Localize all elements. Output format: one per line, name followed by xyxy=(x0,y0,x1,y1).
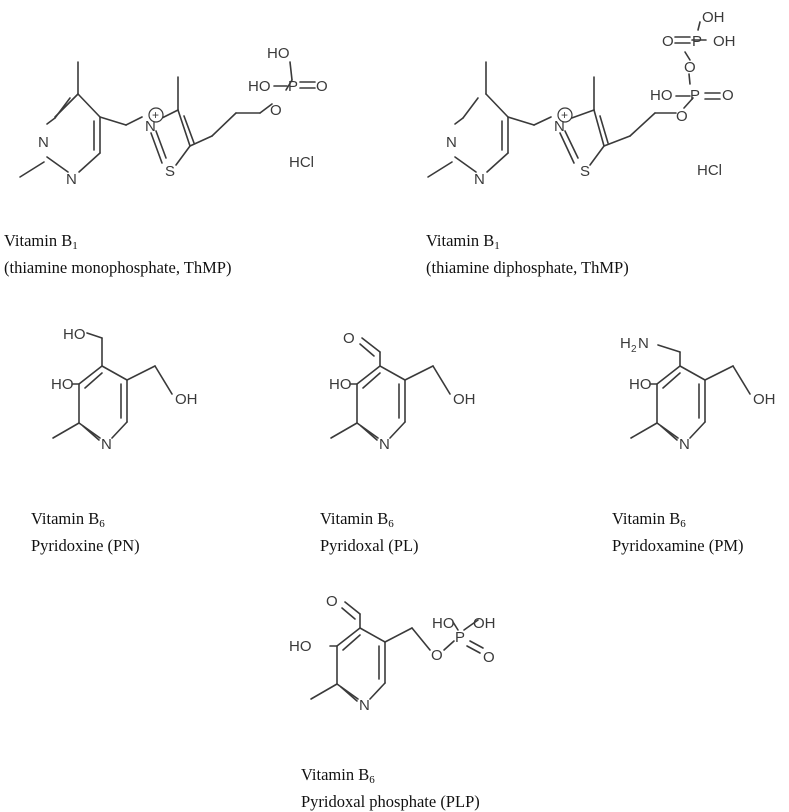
atom-o: O xyxy=(316,78,328,95)
atom-p: P xyxy=(288,78,298,95)
atom-oh: OH xyxy=(713,33,736,50)
atom-ho: HO xyxy=(629,376,652,393)
atom-ho: HO xyxy=(289,638,312,655)
pyrimidine-ring xyxy=(427,61,552,178)
caption-title: Vitamin B1 xyxy=(426,231,500,252)
caption-name: Pyridoxal (PL) xyxy=(320,536,419,555)
atom-s: S xyxy=(165,163,175,180)
atom-oh: OH xyxy=(473,615,496,632)
atom-o: O xyxy=(684,59,696,76)
positive-charge: + xyxy=(148,107,164,123)
atom-n: N xyxy=(359,697,370,714)
caption-thdp: Vitamin B1 (thiamine diphosphate, ThMP) xyxy=(426,230,629,278)
structure-plp: O HO N O P O HO OH xyxy=(289,593,496,714)
structure-pl: O HO OH N xyxy=(329,330,476,453)
positive-charge: + xyxy=(557,107,573,123)
atom-p: P xyxy=(692,33,702,50)
atom-o: O xyxy=(676,108,688,125)
atom-ho: HO xyxy=(329,376,352,393)
atom-o: O xyxy=(431,647,443,664)
atom-o: O xyxy=(326,593,338,610)
caption-thmp: Vitamin B1 (thiamine monophosphate, ThMP… xyxy=(4,230,231,278)
atom-o: O xyxy=(270,102,282,119)
structure-thdp: N N N + S O xyxy=(427,9,736,188)
caption-pm: Vitamin B6 Pyridoxamine (PM) xyxy=(612,508,744,556)
atom-oh: OH xyxy=(175,391,198,408)
caption-title: Vitamin B6 xyxy=(320,509,394,530)
atom-ho: HO xyxy=(63,326,86,343)
caption-pn: Vitamin B6 Pyridoxine (PN) xyxy=(31,508,140,556)
atom-s: S xyxy=(580,163,590,180)
atom-oh: OH xyxy=(753,391,776,408)
atom-p: P xyxy=(690,87,700,104)
caption-title: Vitamin B1 xyxy=(4,231,78,252)
atom-o: O xyxy=(483,649,495,666)
caption-name: (thiamine monophosphate, ThMP) xyxy=(4,258,232,277)
caption-name: Pyridoxal phosphate (PLP) xyxy=(301,792,480,811)
atom-ho: HO xyxy=(650,87,673,104)
atom-n-plus: N xyxy=(145,118,156,135)
atom-n: N xyxy=(66,171,77,188)
hcl-label: HCl xyxy=(289,154,314,171)
atom-n: N xyxy=(446,134,457,151)
caption-title: Vitamin B6 xyxy=(301,765,375,786)
atom-n-plus: N xyxy=(554,118,565,135)
atom-n: N xyxy=(38,134,49,151)
caption-name: Pyridoxine (PN) xyxy=(31,536,140,555)
atom-n: N xyxy=(474,171,485,188)
atom-o: O xyxy=(722,87,734,104)
pyrimidine-ring xyxy=(19,61,143,178)
thiazolium-ring xyxy=(559,21,721,166)
svg-text:+: + xyxy=(152,108,159,122)
caption-title: Vitamin B6 xyxy=(612,509,686,530)
thiazolium-ring xyxy=(150,61,316,166)
hcl-label: HCl xyxy=(697,162,722,179)
atom-n: N xyxy=(679,436,690,453)
caption-plp: Vitamin B6 Pyridoxal phosphate (PLP) xyxy=(301,764,480,812)
svg-text:H: H xyxy=(620,335,631,352)
caption-name: (thiamine diphosphate, ThMP) xyxy=(426,258,629,277)
atom-ho: HO xyxy=(432,615,455,632)
atom-p: P xyxy=(455,629,465,646)
structure-pm: H 2 N HO OH N xyxy=(620,335,776,453)
svg-text:2: 2 xyxy=(631,344,637,355)
structure-thmp: N N N + S HO HO P O xyxy=(19,45,328,188)
svg-text:+: + xyxy=(561,108,568,122)
atom-oh: OH xyxy=(702,9,725,26)
atom-ho: HO xyxy=(51,376,74,393)
atom-o: O xyxy=(343,330,355,347)
atom-h2n: H 2 N xyxy=(620,335,649,355)
structure-pn: HO HO OH N xyxy=(51,326,198,453)
atom-oh: OH xyxy=(453,391,476,408)
atom-n: N xyxy=(101,436,112,453)
caption-name: Pyridoxamine (PM) xyxy=(612,536,744,555)
caption-pl: Vitamin B6 Pyridoxal (PL) xyxy=(320,508,419,556)
atom-ho: HO xyxy=(267,45,290,62)
caption-title: Vitamin B6 xyxy=(31,509,105,530)
atom-o: O xyxy=(662,33,674,50)
atom-ho: HO xyxy=(248,78,271,95)
atom-n: N xyxy=(379,436,390,453)
svg-text:N: N xyxy=(638,335,649,352)
